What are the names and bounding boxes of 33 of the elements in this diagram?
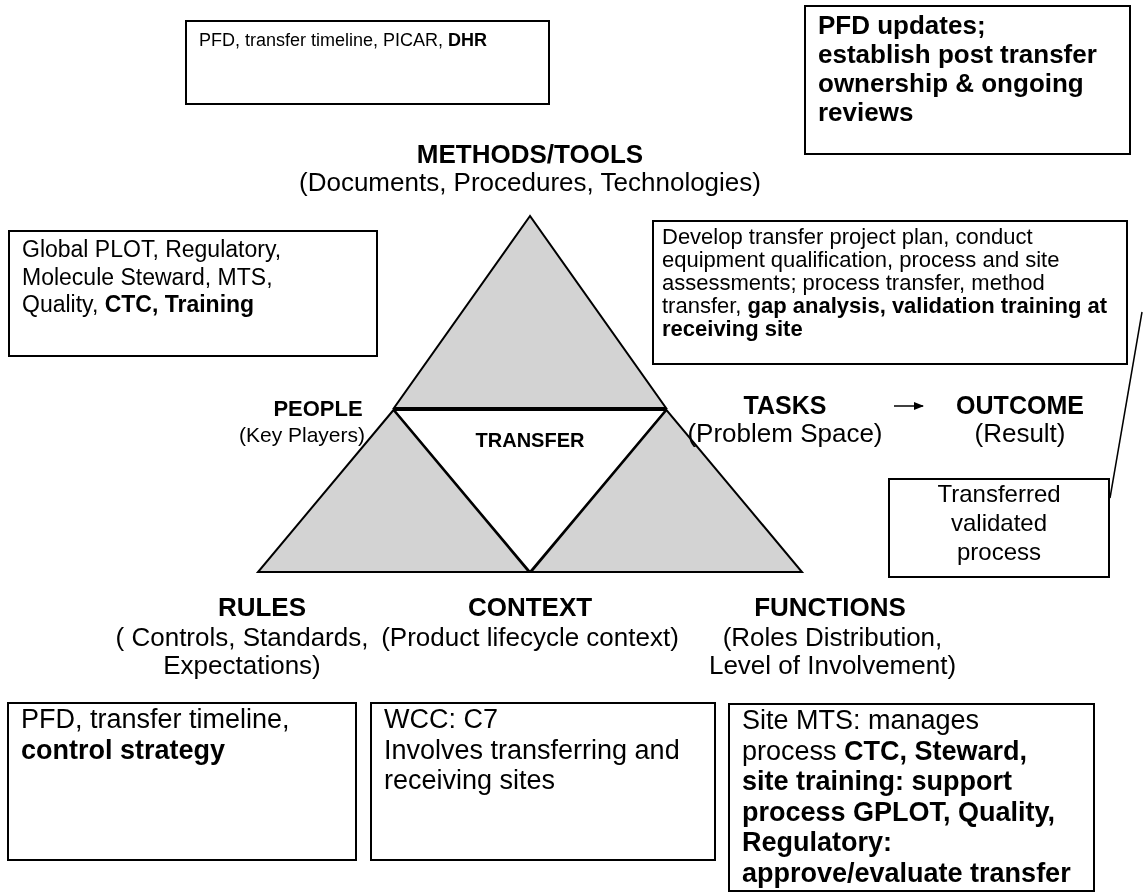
section-heading: PEOPLE <box>272 397 364 421</box>
section-subtitle: (Key Players) <box>238 424 366 447</box>
section-subtitle: (Roles Distribution, Level of Involvement) <box>707 623 958 680</box>
text-box <box>888 478 1110 578</box>
box-text: Site MTS: manages process CTC, Steward, site training: support process GPLOT, Quality, Regulatory: approve/evaluate transfer <box>742 705 1072 888</box>
heading-text: TASKS <box>742 391 828 419</box>
heading-text: OUTCOME <box>955 391 1085 419</box>
text-box <box>8 230 378 357</box>
text-box <box>652 220 1128 365</box>
box-text: WCC: C7 <box>384 704 499 735</box>
text-box <box>185 20 550 105</box>
section-heading: METHODS/TOOLS <box>415 140 645 169</box>
box-text: establish post transfer ownership & ongoing reviews <box>818 40 1098 128</box>
text-box <box>7 702 357 861</box>
section-heading: RULES <box>216 593 308 622</box>
box-text: Global PLOT, Regulatory, Molecule Steward, MTS, Quality, CTC, Training <box>22 236 283 319</box>
text-box <box>370 702 716 861</box>
section-heading: FUNCTIONS <box>753 593 907 622</box>
box-text: PFD updates; <box>818 11 987 41</box>
center-title: TRANSFER <box>475 428 585 453</box>
section-subtitle: ( Controls, Standards, Expectations) <box>114 623 370 680</box>
section-heading: CONTEXT <box>466 593 594 622</box>
text-box <box>804 5 1131 155</box>
section-subtitle: (Documents, Procedures, Technologies) <box>298 168 762 197</box>
subtitle-text: (Result) <box>973 419 1067 449</box>
box-text: PFD, transfer timeline, PICAR, DHR <box>199 30 489 51</box>
box-text: Develop transfer project plan, conduct equipment qualification, process and site assessments; process transfer, method transfer, gap analysis, validation training at receiving site <box>662 226 1109 341</box>
box-text: PFD, transfer timeline, control strategy <box>21 704 291 765</box>
box-text: Involves transferring and receiving sites <box>384 734 681 796</box>
box-text: Transferred validated process <box>936 480 1062 567</box>
subtitle-text: (Problem Space) <box>686 419 884 449</box>
arrow <box>893 402 924 410</box>
leader-line <box>1109 311 1143 499</box>
